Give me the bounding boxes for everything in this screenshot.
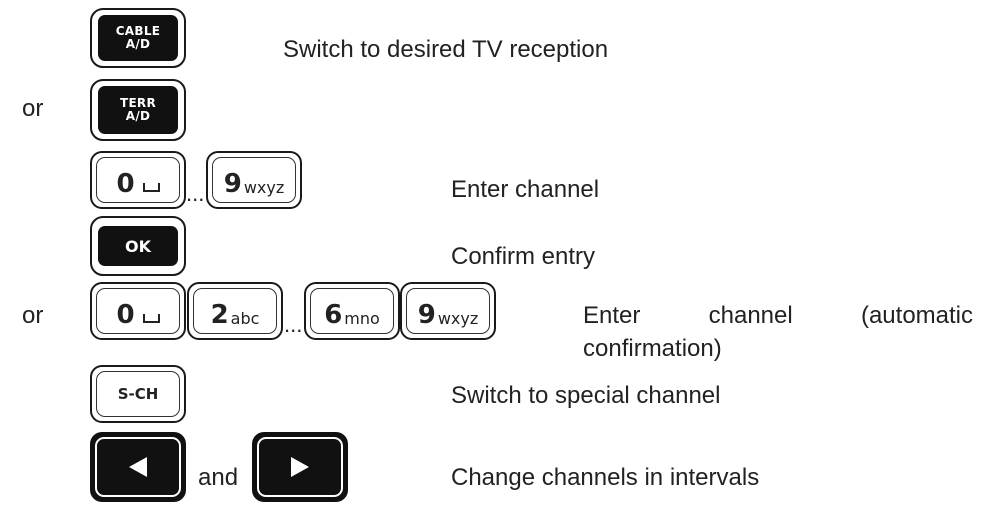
cable-ad-button-face: CABLE A/D <box>98 15 178 61</box>
cable-ad-button[interactable]: CABLE A/D <box>90 8 186 68</box>
ok-button-face: OK <box>98 226 178 266</box>
change-channels-text: Change channels in intervals <box>451 464 760 491</box>
s-ch-button-face: S-CH <box>96 371 180 417</box>
digit-9-letters: wxyz <box>243 178 285 197</box>
terr-label: TERR <box>119 96 157 110</box>
reception-text: Switch to desired TV reception <box>283 36 609 63</box>
right-arrow-face <box>257 437 343 497</box>
digit-9-letters-2: wxyz <box>437 309 479 328</box>
digit-2-button[interactable]: 2 abc <box>187 282 283 340</box>
digit-9-face-2: 9 wxyz <box>406 288 490 334</box>
ellipsis: ... <box>186 181 205 206</box>
digit-6-letters: mno <box>344 309 380 328</box>
left-arrow-icon <box>129 457 147 477</box>
right-arrow-icon <box>291 457 309 477</box>
digit-9-label: 9 <box>223 169 242 199</box>
digit-2-label: 2 <box>210 300 229 330</box>
auto-enter-text-line1: Enter channel (automatic <box>583 302 973 329</box>
left-arrow-button[interactable] <box>90 432 186 502</box>
digit-9-button-2[interactable]: 9 wxyz <box>400 282 496 340</box>
digit-2-letters: abc <box>230 309 260 328</box>
auto-enter-text-line2: confirmation) <box>583 335 722 362</box>
digit-2-face: 2 abc <box>193 288 277 334</box>
digit-9-face: 9 wxyz <box>212 157 296 203</box>
s-ch-label: S-CH <box>117 385 159 403</box>
digit-0-face-2: 0 <box>96 288 180 334</box>
digit-9-label-2: 9 <box>417 300 436 330</box>
terr-ad-button-face: TERR A/D <box>98 86 178 134</box>
cable-label: CABLE <box>115 24 161 38</box>
left-arrow-face <box>95 437 181 497</box>
digit-6-face: 6 mno <box>310 288 394 334</box>
or-label-2: or <box>22 302 44 329</box>
s-ch-button[interactable]: S-CH <box>90 365 186 423</box>
terr-ad-button[interactable]: TERR A/D <box>90 79 186 141</box>
digit-0-button[interactable]: 0 <box>90 151 186 209</box>
digit-0-label: 0 <box>116 169 135 199</box>
confirm-entry-text: Confirm entry <box>451 243 596 270</box>
digit-9-button[interactable]: 9 wxyz <box>206 151 302 209</box>
space-bar-icon <box>142 314 160 323</box>
digit-0-label-2: 0 <box>116 300 135 330</box>
ok-button[interactable]: OK <box>90 216 186 276</box>
digit-6-button[interactable]: 6 mno <box>304 282 400 340</box>
and-label: and <box>198 464 239 491</box>
ellipsis-2: ... <box>284 312 303 337</box>
right-arrow-button[interactable] <box>252 432 348 502</box>
space-bar-icon <box>142 183 160 192</box>
terr-ad-label: A/D <box>125 109 151 123</box>
special-channel-text: Switch to special channel <box>451 382 721 409</box>
or-label: or <box>22 95 44 122</box>
digit-6-label: 6 <box>324 300 343 330</box>
digit-0-face: 0 <box>96 157 180 203</box>
ok-label: OK <box>125 236 151 256</box>
enter-channel-text: Enter channel <box>451 176 600 203</box>
digit-0-button-2[interactable]: 0 <box>90 282 186 340</box>
cable-ad-label: A/D <box>125 37 151 51</box>
